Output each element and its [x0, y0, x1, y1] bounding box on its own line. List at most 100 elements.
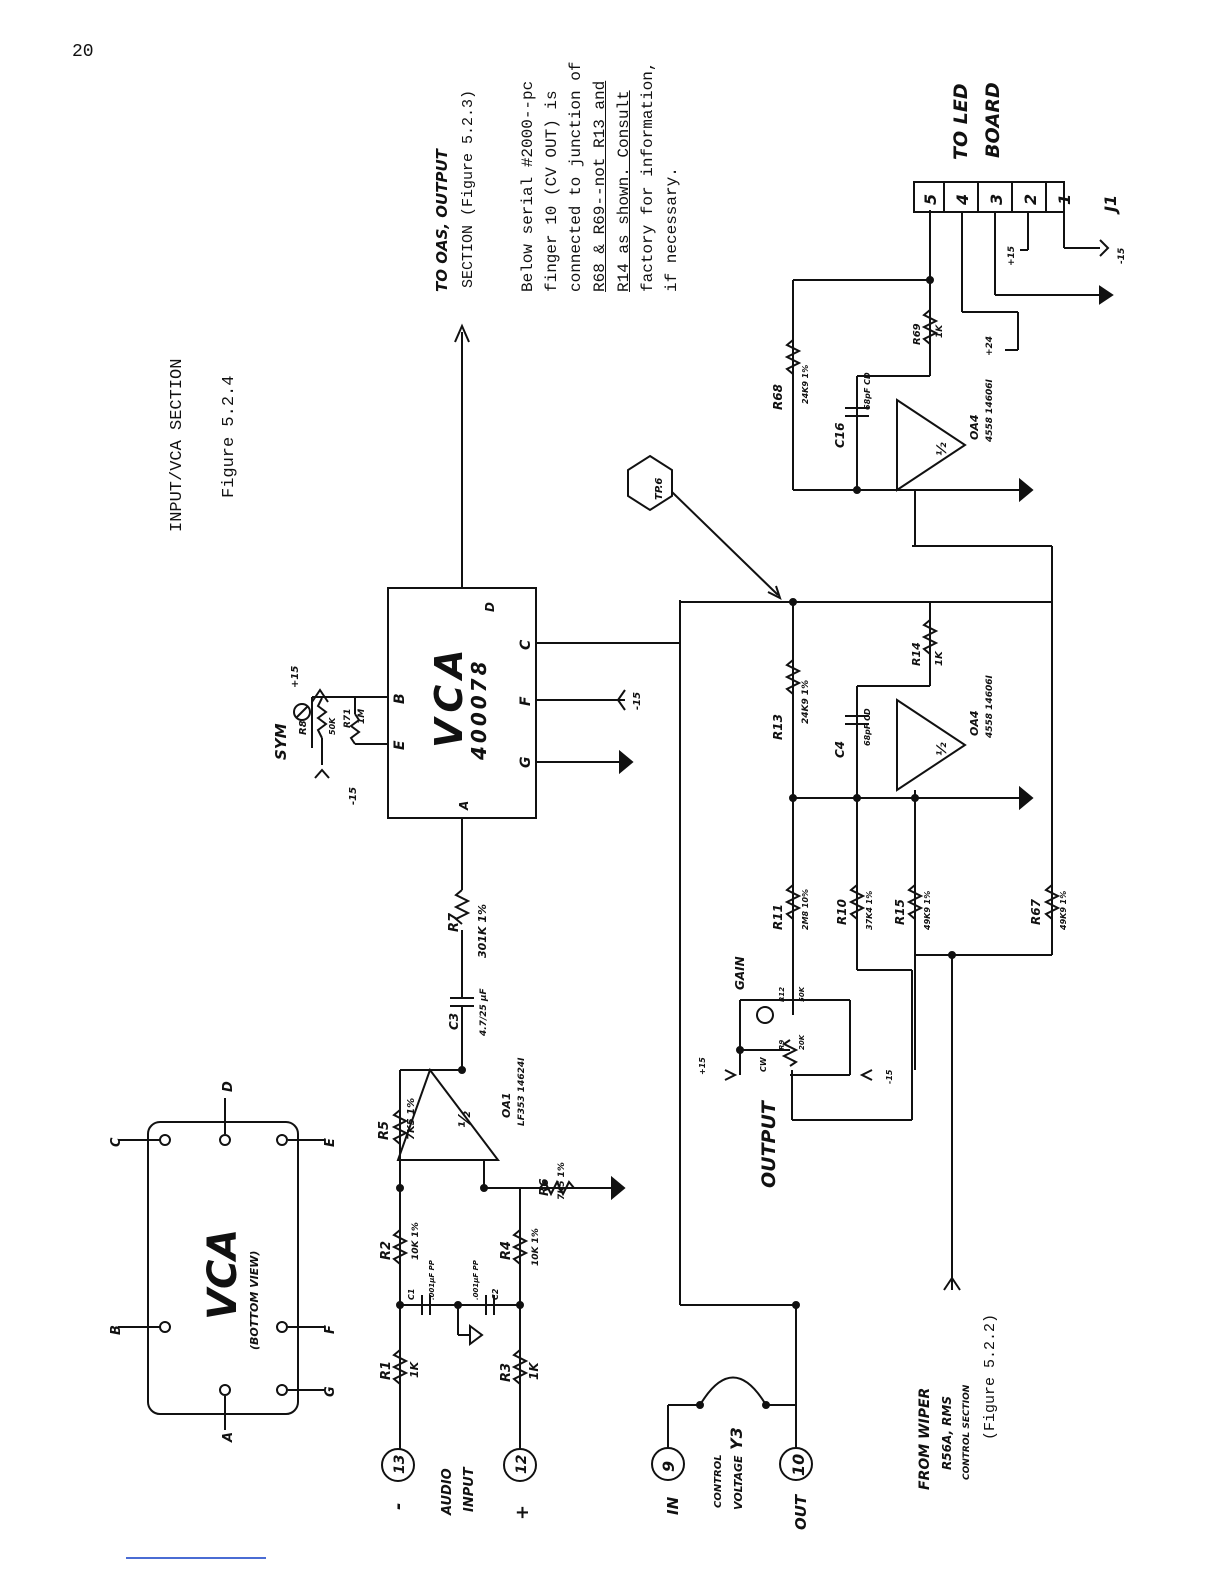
r8-value: 50K: [328, 717, 337, 735]
j1-label: J1: [1101, 195, 1120, 215]
r5-label: R5: [377, 1121, 392, 1140]
tp6-label: TP.6: [654, 478, 665, 500]
c4-value: 68pF CD: [863, 708, 872, 746]
oa4b-half: ½: [935, 442, 950, 456]
vca-chip-pin-c: C: [518, 639, 534, 650]
j1-pin-1: 1: [1055, 194, 1074, 205]
vca-f-supply: -15: [632, 692, 643, 710]
c16-value: 68pF CD: [863, 372, 872, 410]
r10-value: 37K4 1%: [865, 891, 874, 930]
sym-minus15: -15: [348, 787, 359, 805]
vca-chip-pin-d: D: [483, 602, 497, 612]
r11-value: 2M8 10%: [801, 889, 810, 930]
r15-label: R15: [893, 899, 907, 925]
cv-link-label: Y3: [727, 1427, 746, 1450]
gain-label: GAIN: [733, 956, 747, 990]
c1-value: .001µF PP: [428, 1259, 436, 1300]
gain-plus15: +15: [698, 1057, 707, 1075]
c2-label: C2: [491, 1288, 500, 1300]
r71-value: 1M: [357, 709, 367, 724]
vca-pinout-title: VCA: [200, 1229, 246, 1320]
vca-pin-b: B: [109, 1325, 124, 1335]
vca-chip-title: VCA: [427, 643, 471, 748]
oa1-value: LF353 14624I: [517, 1057, 527, 1126]
oa4a-label: OA4: [968, 710, 981, 736]
r69-value: 1K: [935, 324, 945, 338]
j1-pin-5: 5: [921, 194, 940, 205]
j1-pin-4: 4: [953, 194, 972, 206]
c16-label: C16: [833, 422, 847, 448]
audio-minus: -: [388, 1503, 409, 1510]
vca-chip-pin-b: B: [392, 693, 408, 704]
vca-pin-e: E: [323, 1138, 338, 1147]
sym-label: SYM: [272, 723, 290, 760]
pin1-voltage: -15: [1117, 248, 1127, 264]
vca-pin-f: F: [323, 1325, 338, 1334]
r68-label: R68: [771, 384, 785, 410]
r11-label: R11: [771, 904, 785, 930]
pin-9-label: 9: [659, 1461, 678, 1472]
r12-label: R12: [778, 987, 786, 1002]
pin-10-label: 10: [789, 1454, 808, 1476]
oa4a-value: 4558 14606I: [985, 675, 995, 739]
pin3-voltage: +15: [1007, 246, 1017, 266]
vca-chip-pin-e: E: [392, 740, 408, 750]
r13-value: 24K9 1%: [801, 680, 811, 724]
j1-pin-2: 2: [1021, 194, 1040, 205]
r14-label: R14: [910, 642, 923, 666]
pin-13-label: 13: [392, 1455, 408, 1474]
vca-chip-part: 400078: [467, 659, 491, 762]
r6-label: R6: [537, 1178, 551, 1196]
r68-value: 24K9 1%: [801, 365, 810, 404]
r9-label: R9: [778, 1040, 786, 1050]
vca-pin-d: D: [221, 1081, 236, 1092]
oa1-half: ½: [455, 1111, 474, 1128]
r5-value: 7K5 1%: [406, 1098, 417, 1140]
c4-label: C4: [833, 741, 847, 758]
vca-pin-c: C: [109, 1137, 124, 1147]
r4-label: R4: [499, 1241, 514, 1260]
r8-label: R8: [298, 720, 309, 735]
r14-value: 1K: [934, 650, 945, 666]
gain-cw: CW: [759, 1056, 768, 1072]
r12-value: 50K: [798, 986, 806, 1002]
r4-value: 10K 1%: [531, 1228, 541, 1266]
pin4-voltage: +24: [985, 336, 995, 356]
oa4b-label: OA4: [968, 414, 981, 440]
r3-label: R3: [499, 1363, 514, 1382]
c2-value: .001µF PP: [472, 1259, 480, 1300]
r3-value: 1K: [527, 1361, 541, 1380]
oa1-label: OA1: [500, 1092, 513, 1118]
r2-value: 10K 1%: [411, 1222, 421, 1260]
r71-label: R71: [343, 709, 353, 728]
r7-label: R7: [447, 912, 462, 932]
vca-chip-pin-a: A: [457, 801, 471, 811]
c3-value: 4.7/25 µF: [479, 987, 489, 1037]
c1-label: C1: [407, 1289, 416, 1300]
page-number: 20: [72, 42, 94, 62]
r7-value: 301K 1%: [476, 904, 489, 958]
r10-label: R10: [835, 899, 849, 925]
oa4b-value: 4558 14606I: [985, 379, 995, 443]
vca-chip-pin-g: G: [518, 757, 534, 769]
oa4a-half: ½: [935, 742, 950, 756]
audio-plus: +: [512, 1505, 533, 1520]
r13-label: R13: [771, 714, 785, 740]
vca-pin-g: G: [323, 1386, 338, 1397]
vca-chip-pin-f: F: [518, 696, 534, 706]
r67-value: 49K9 1%: [1059, 891, 1068, 931]
gain-minus15: -15: [885, 1069, 894, 1084]
vca-pinout-box: [147, 1121, 299, 1415]
r9-value: 20K: [798, 1034, 806, 1050]
r2-label: R2: [379, 1241, 394, 1260]
r1-value: 1K: [408, 1360, 421, 1378]
sym-plus15: +15: [290, 666, 301, 688]
j1-connector: [913, 181, 1065, 213]
scan-mark: [126, 1557, 266, 1559]
vca-pin-a: A: [221, 1432, 236, 1443]
r1-label: R1: [379, 1361, 394, 1380]
r6-value: 7K5 1%: [557, 1162, 567, 1200]
pin-13: [381, 1448, 415, 1482]
